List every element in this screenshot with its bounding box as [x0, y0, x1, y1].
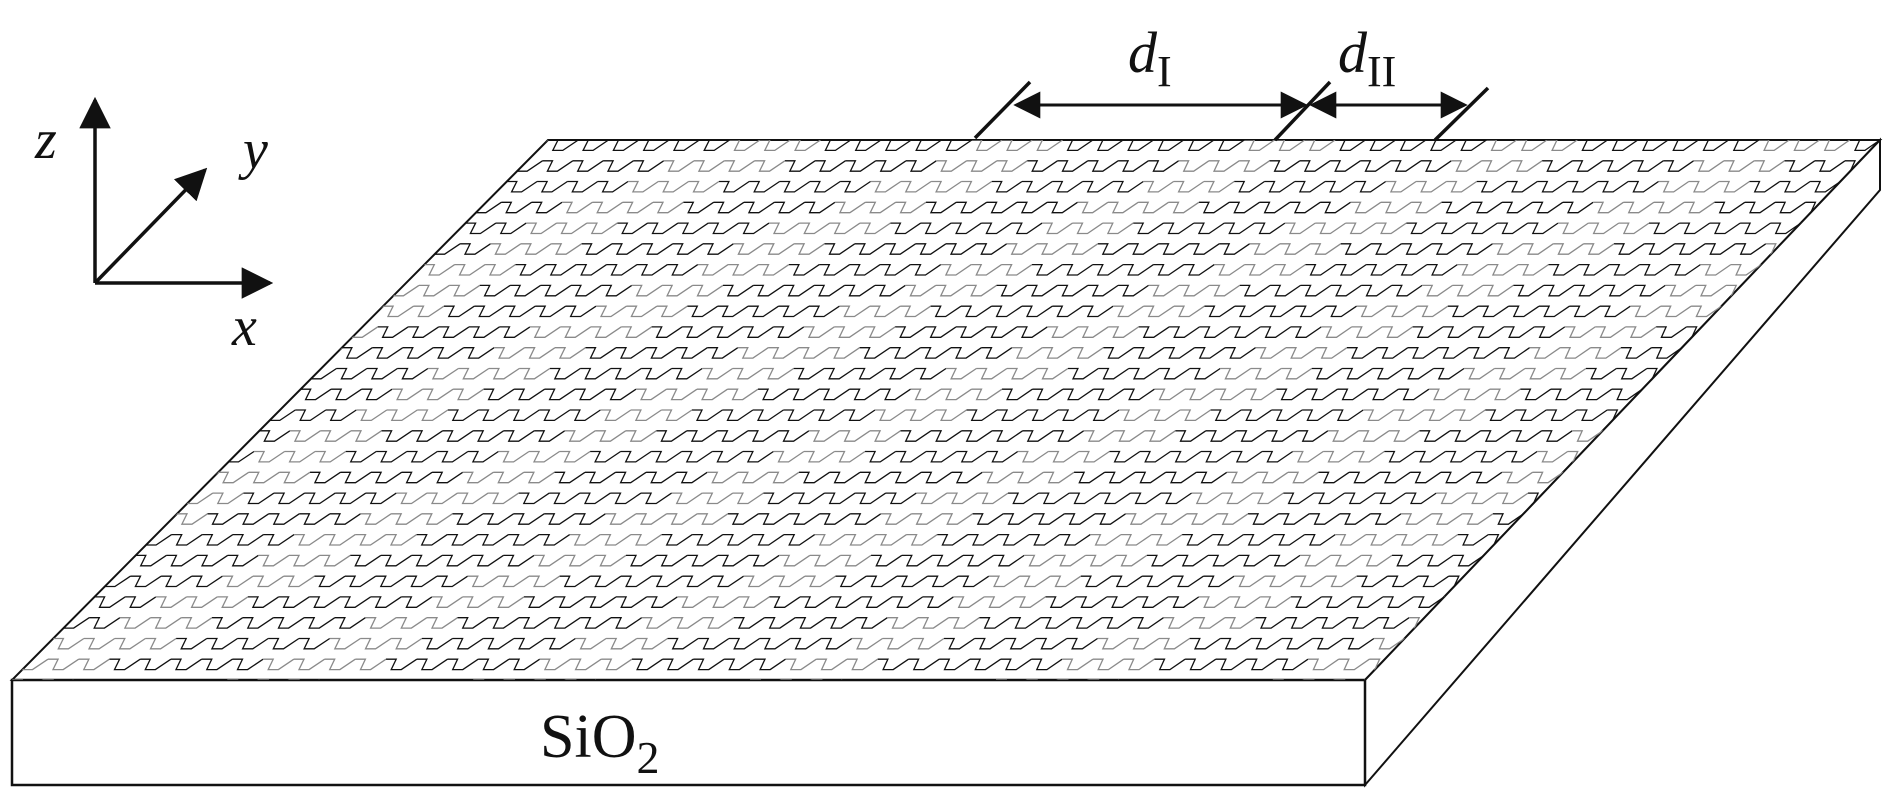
tick-line-3 [1433, 86, 1490, 142]
d2-label: dII [1338, 20, 1396, 96]
tick-line-1 [973, 80, 1032, 140]
dimension-markers: dI dII [973, 20, 1490, 142]
x-axis-label: x [231, 296, 257, 358]
y-axis-label: y [238, 119, 268, 181]
substrate-front-face [10, 678, 1367, 787]
d1-label: dI [1128, 20, 1172, 96]
z-axis-label: z [34, 109, 57, 171]
y-axis-arrow [93, 167, 208, 285]
substrate-label: SiO2 [540, 703, 659, 783]
coordinate-axes: z y x [34, 96, 274, 358]
tick-line-2 [1273, 80, 1332, 142]
